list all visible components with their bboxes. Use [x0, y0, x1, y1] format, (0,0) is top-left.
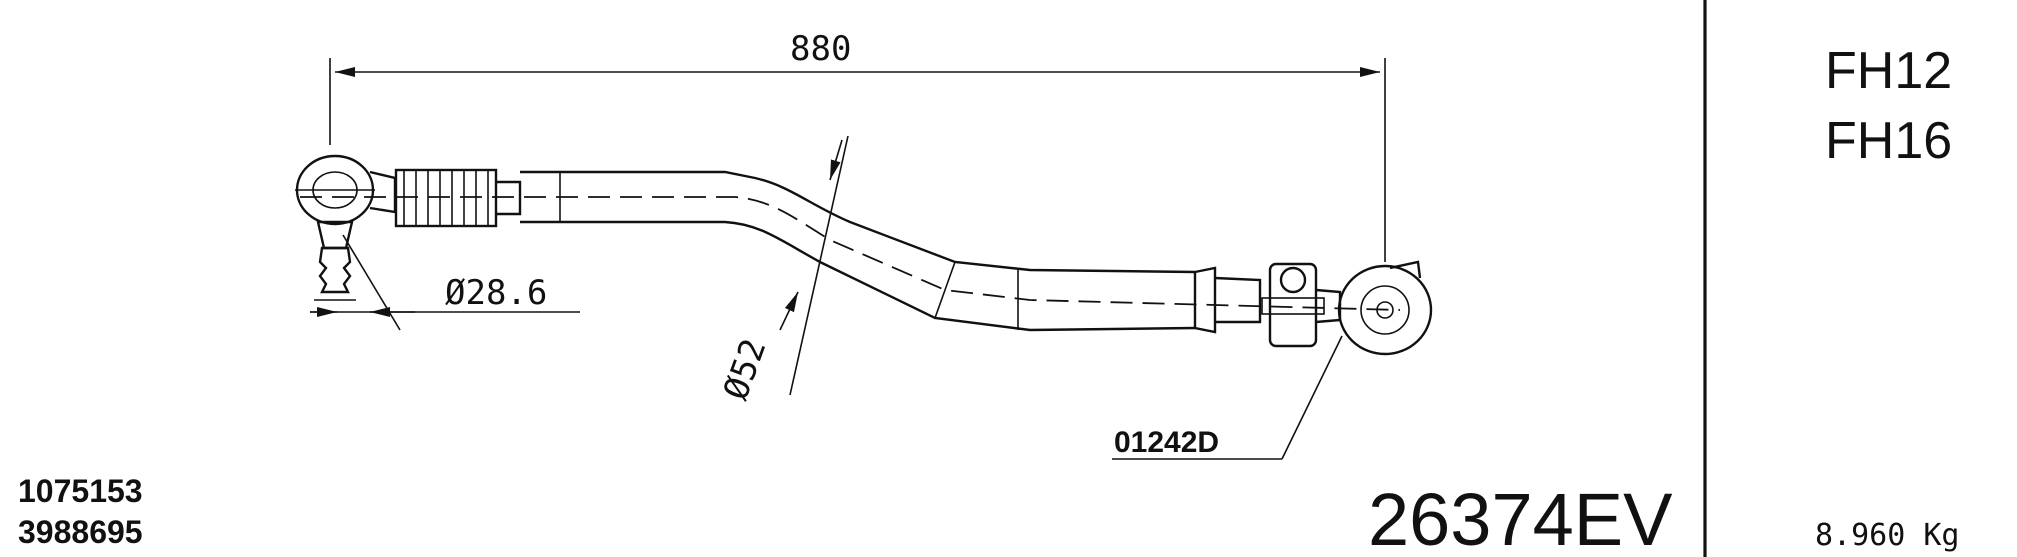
tube-diameter-dimension: Ø52: [716, 135, 849, 405]
pin-diameter-dimension: Ø28.6: [310, 234, 580, 331]
pin-diameter-label: Ø28.6: [445, 273, 547, 313]
left-thread-section: [394, 168, 498, 228]
tie-rod-drawing: [295, 154, 1433, 356]
weight-label: 8.960 Kg: [1815, 518, 1960, 553]
tube-body-top: [520, 170, 1196, 274]
model-1: FH12: [1825, 42, 1952, 100]
tube-diameter-label: Ø52: [716, 334, 775, 405]
reference-code: 01242D: [1114, 426, 1219, 459]
model-2: FH16: [1825, 112, 1952, 170]
reference-leader: 01242D: [1112, 335, 1343, 460]
length-dimension: 880: [329, 29, 1386, 262]
right-joint-housing: [1337, 264, 1433, 356]
right-clamp: [1268, 262, 1318, 348]
left-ball-pin: [316, 220, 354, 250]
tube-body-bottom: [520, 220, 1196, 332]
right-ferrule: [1193, 266, 1217, 334]
length-label: 880: [790, 29, 851, 69]
part-number: 26374EV: [1368, 478, 1673, 557]
oem-number-2: 3988695: [18, 514, 143, 550]
tube-centerline: [300, 196, 1401, 311]
oem-number-1: 1075153: [18, 473, 143, 509]
